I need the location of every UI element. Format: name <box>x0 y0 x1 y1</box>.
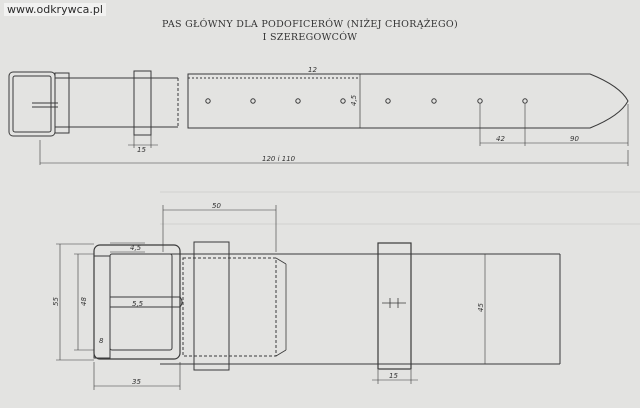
dim-total-length: 120 i 110 <box>262 155 296 163</box>
sliding-keeper-detail <box>377 242 412 370</box>
dim-outer-height: 55 <box>52 297 60 306</box>
dim-hole-spacing: 42 <box>496 135 505 143</box>
sliding-keeper <box>133 70 152 136</box>
buckle-inner-frame <box>12 75 52 133</box>
dim-thickness: 12 <box>308 66 317 74</box>
drawing-title: PAS GŁÓWNY DLA PODOFICERÓW (NIŻEJ CHORĄŻ… <box>162 19 458 30</box>
buckle-prong-detail <box>109 296 183 308</box>
watermark: www.odkrywca.pl <box>4 3 106 16</box>
fixed-loop <box>54 72 70 134</box>
dim-inner-height: 48 <box>80 297 88 306</box>
strap-tip-end <box>187 73 629 129</box>
dim-prong-width: 5,5 <box>132 300 144 308</box>
belt-top-view <box>8 70 629 166</box>
belt-detail-view <box>56 205 561 390</box>
dim-top-width: 4,5 <box>350 94 358 106</box>
dim-strap-width: 45 <box>477 303 485 312</box>
buckle-frame <box>8 71 56 137</box>
dim-loop-length: 50 <box>212 202 221 210</box>
dim-buckle-width: 35 <box>132 378 141 386</box>
dim-tip-length: 90 <box>570 135 579 143</box>
fixed-keeper <box>193 241 230 371</box>
dim-frame-bar: 8 <box>99 337 104 345</box>
dim-keeper-width: 15 <box>389 372 398 380</box>
dim-loop-width: 15 <box>137 146 146 154</box>
strap-holes <box>205 98 528 104</box>
dim-buckle-bar: 4,5 <box>130 244 142 252</box>
drawing-subtitle: I SZEREGOWCÓW <box>262 32 358 43</box>
dimension-labels: 12 4,5 42 90 15 120 i 110 50 4,5 55 48 5… <box>52 66 579 386</box>
